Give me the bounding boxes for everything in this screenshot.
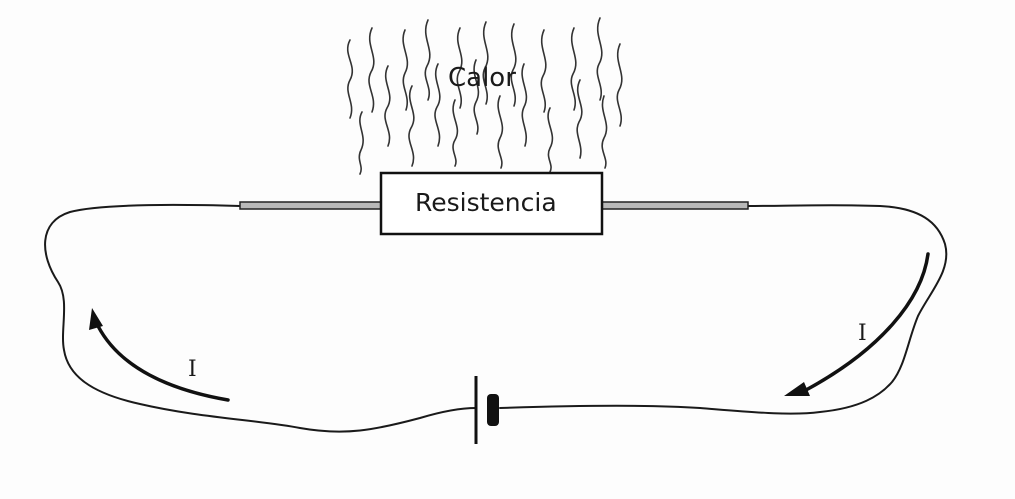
current-label-right: I bbox=[858, 321, 867, 346]
heat-label: Calor bbox=[448, 63, 516, 93]
resistor-box bbox=[379, 171, 604, 236]
resistor-lead-right bbox=[601, 201, 749, 210]
heat-lines-icon bbox=[346, 17, 623, 175]
circuit-wire bbox=[44, 203, 477, 433]
circuit-wire-right bbox=[499, 204, 948, 415]
resistor-lead-left bbox=[239, 201, 383, 210]
current-arrow-left-icon bbox=[89, 308, 230, 402]
resistor: Resistencia bbox=[379, 171, 604, 236]
resistor-label: Resistencia bbox=[415, 188, 557, 217]
current-label-left: I bbox=[188, 357, 197, 382]
battery-icon bbox=[474, 376, 499, 444]
current-arrow-right-icon bbox=[784, 252, 930, 396]
